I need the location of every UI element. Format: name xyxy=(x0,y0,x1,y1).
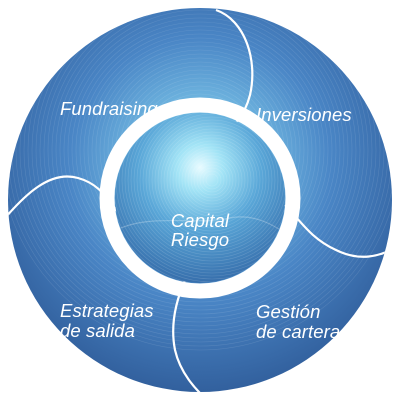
ripple-ring xyxy=(8,8,392,343)
segment-label-fundraising: Fundraising xyxy=(60,98,158,119)
ripple-ring xyxy=(15,8,385,335)
inner-ripple-ring xyxy=(154,122,270,238)
inner-ripple-ring xyxy=(121,113,285,271)
inner-ripple-ring xyxy=(172,140,252,220)
inner-ripple-ring xyxy=(130,113,285,262)
inner-ripple-ring xyxy=(148,116,276,244)
inner-ripple-ring xyxy=(115,113,285,280)
inner-ripple-ring xyxy=(175,143,249,217)
inner-ripple-ring xyxy=(160,128,264,232)
ripple-ring xyxy=(31,8,369,319)
segment-label-gestion-line2: de cartera xyxy=(256,321,341,342)
ripple-ring xyxy=(27,8,373,323)
segment-label-estrategias-line2: de salida xyxy=(60,320,135,341)
inner-disc xyxy=(115,113,285,283)
ripple-ring xyxy=(47,8,353,303)
inner-ripple-ring xyxy=(157,125,267,235)
inner-ripple-ring xyxy=(136,113,285,256)
center-label-line2: Riesgo xyxy=(170,229,230,250)
inner-ripple-ring xyxy=(133,113,285,259)
inner-wave xyxy=(115,216,285,237)
inner-ripple-ring xyxy=(199,167,225,193)
center-label-line1: Capital xyxy=(170,210,230,231)
ripple-ring xyxy=(23,8,377,327)
ripple-ring xyxy=(0,0,400,350)
inner-ripple-ring xyxy=(169,137,255,223)
inner-ripple-ring xyxy=(181,149,243,211)
segment-label-inversiones: Inversiones xyxy=(256,104,352,125)
segment-label-gestion-line1: Gestión xyxy=(256,301,321,322)
inner-ripple-ring xyxy=(151,119,273,241)
segment-label-gestion-de-cartera: Gestión de cartera xyxy=(256,302,340,342)
inner-ripple-ring xyxy=(193,161,231,199)
inner-ripple-ring xyxy=(187,155,237,205)
inner-ripple-ring xyxy=(205,173,219,187)
inner-ripple-ring xyxy=(166,134,258,226)
inner-ripple-ring xyxy=(145,113,279,247)
center-label: Capital Riesgo xyxy=(152,211,248,249)
inner-ripple-ring xyxy=(184,152,240,208)
center-ring xyxy=(99,97,301,299)
separator-bottom xyxy=(172,277,211,392)
ripple-ring xyxy=(43,8,357,307)
ripple-ring xyxy=(8,8,392,347)
ripple-ring xyxy=(19,8,381,331)
inner-ripple-ring xyxy=(142,113,282,250)
segment-label-estrategias-de-salida: Estrategias de salida xyxy=(60,301,154,341)
inner-ripple-ring xyxy=(163,131,261,229)
inner-ripple-ring xyxy=(202,170,222,190)
segment-label-estrategias-line1: Estrategias xyxy=(60,300,154,321)
ripple-ring xyxy=(35,8,365,315)
inner-ripple-ring xyxy=(196,164,228,196)
inner-ripples xyxy=(115,113,285,283)
ripple-ring xyxy=(39,8,361,311)
inner-ripple-ring xyxy=(190,158,234,202)
inner-ripple-ring xyxy=(115,113,285,283)
inner-ripple-ring xyxy=(118,113,285,274)
inner-ripple-ring xyxy=(178,146,246,214)
inner-ripple-ring xyxy=(127,113,285,265)
inner-ripple-ring xyxy=(124,113,285,268)
